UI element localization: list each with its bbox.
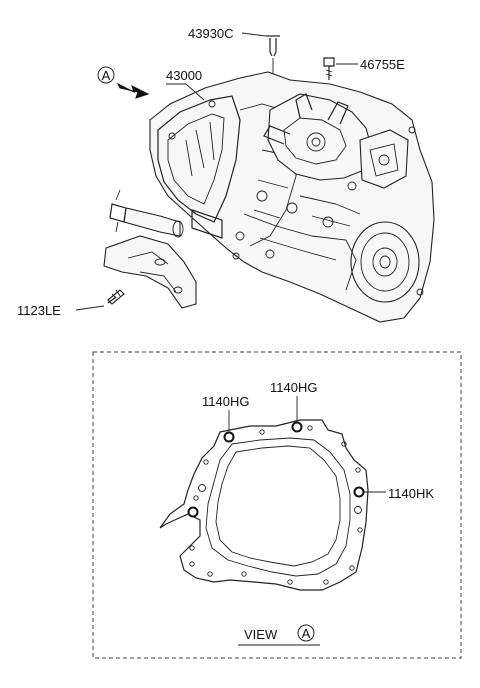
view-direction-arrow [116,82,150,99]
label-1140hg-left: 1140HG [202,394,249,409]
dowel-lower-left [187,506,199,518]
dowel-hk [353,486,365,498]
view-caption-word: VIEW [244,627,278,642]
view-a-marker: A [97,66,150,99]
label-1140hk: 1140HK [388,486,434,501]
dowel-hg-right [291,421,303,433]
bolt-1123le [107,289,125,305]
gasket-outline [159,419,369,591]
label-43930c: 43930C [188,26,234,41]
bolt-46755e [323,57,335,80]
leader-1123le [75,305,105,311]
label-1123le: 1123LE [17,303,61,318]
label-43000: 43000 [166,68,202,83]
view-marker-letter: A [102,68,111,83]
leader-43930c [241,32,267,37]
view-caption-circle [297,624,315,642]
view-caption-letter: A [302,626,311,641]
clip-43930c [266,35,280,74]
label-1140hg-right: 1140HG [270,380,317,395]
label-46755e: 46755E [360,57,405,72]
transmission-assembly [103,71,435,323]
view-detail-frame [92,351,462,659]
leader-43000 [166,83,205,101]
dowel-hg-left [223,431,235,443]
